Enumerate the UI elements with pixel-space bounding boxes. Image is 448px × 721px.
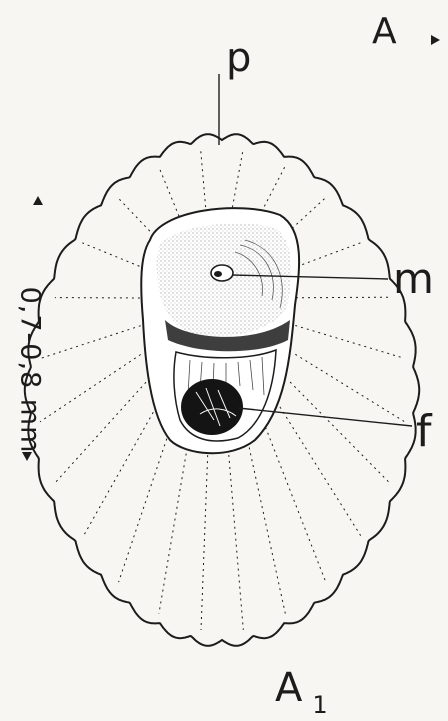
- arrow-marker-a-top: [431, 35, 440, 45]
- dotted-radial-line: [119, 427, 171, 582]
- section-label-end-subscript: 1: [312, 691, 327, 719]
- dotted-radial-line: [159, 442, 188, 614]
- dotted-radial-line: [40, 326, 141, 359]
- arrow-marker-scale-top: [33, 196, 43, 205]
- dotted-radial-line: [280, 407, 362, 537]
- dotted-radial-line: [266, 427, 326, 582]
- pore-label-p: p: [226, 38, 251, 78]
- dotted-radial-line: [295, 326, 404, 359]
- dotted-radial-line: [228, 449, 243, 630]
- dotted-radial-line: [40, 355, 141, 422]
- dotted-radial-line: [248, 442, 285, 614]
- scale-label: 0,7-0,8 mm: [17, 287, 44, 454]
- section-label-start: A: [372, 14, 397, 50]
- dotted-radial-line: [295, 354, 404, 421]
- dotted-radial-line: [290, 382, 389, 482]
- dark-cavity: [181, 379, 243, 435]
- mark-label-m: m: [393, 258, 434, 300]
- dotted-radial-line: [290, 297, 389, 298]
- mark-label-f: f: [416, 410, 432, 454]
- dotted-radial-line: [83, 407, 157, 538]
- dotted-radial-line: [201, 449, 208, 630]
- dotted-radial-line: [55, 382, 146, 483]
- pore-center: [214, 271, 222, 277]
- section-label-end-letter: A: [275, 665, 302, 711]
